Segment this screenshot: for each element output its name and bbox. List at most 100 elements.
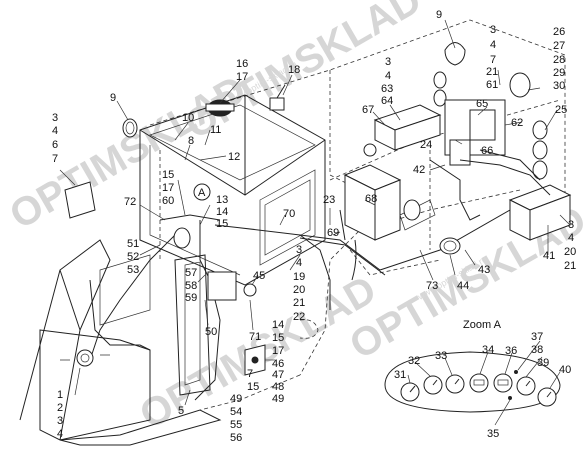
label-10: 10 bbox=[182, 112, 194, 124]
zoom-a-title: Zoom A bbox=[463, 319, 502, 331]
label-4-box: 4 bbox=[385, 70, 391, 82]
gauge-34 bbox=[469, 373, 489, 393]
label-4-mid: 4 bbox=[296, 257, 302, 269]
label-3-left: 3 bbox=[52, 112, 58, 124]
label-21-top: 21 bbox=[486, 66, 498, 78]
label-70: 70 bbox=[283, 208, 295, 220]
label-47: 47 bbox=[272, 369, 284, 381]
label-53: 53 bbox=[127, 264, 139, 276]
label-14-b: 14 bbox=[272, 319, 284, 331]
label-54: 54 bbox=[230, 406, 242, 418]
label-17-top: 17 bbox=[236, 71, 248, 83]
label-32: 32 bbox=[408, 355, 420, 367]
label-63: 63 bbox=[381, 83, 393, 95]
label-4-top: 4 bbox=[490, 39, 496, 51]
label-23: 23 bbox=[323, 194, 335, 206]
label-30: 30 bbox=[553, 80, 565, 92]
label-36: 36 bbox=[505, 345, 517, 357]
leader-lines bbox=[59, 19, 571, 426]
label-19: 19 bbox=[293, 271, 305, 283]
label-64: 64 bbox=[381, 95, 393, 107]
label-67: 67 bbox=[362, 104, 374, 116]
lamp-cluster-right bbox=[363, 71, 548, 180]
gauge-31 bbox=[400, 382, 420, 402]
gauge-39 bbox=[516, 376, 536, 396]
steering-column bbox=[173, 227, 461, 396]
label-43: 43 bbox=[478, 264, 490, 276]
label-39: 39 bbox=[537, 357, 549, 369]
work-lamp-left bbox=[122, 118, 138, 138]
label-3-top: 3 bbox=[490, 24, 496, 36]
label-44: 44 bbox=[457, 280, 469, 292]
beacon-lamp bbox=[205, 99, 235, 117]
label-17-c: 17 bbox=[272, 345, 284, 357]
label-71: 71 bbox=[249, 331, 261, 343]
label-8: 8 bbox=[188, 135, 194, 147]
gauge-40 bbox=[537, 387, 557, 407]
label-1: 1 bbox=[57, 389, 63, 401]
label-7-low: 7 bbox=[247, 368, 253, 380]
label-4-right: 4 bbox=[568, 232, 574, 244]
operator-column bbox=[19, 181, 222, 446]
label-20-right: 20 bbox=[564, 246, 576, 258]
label-2: 2 bbox=[57, 402, 63, 414]
label-25: 25 bbox=[555, 104, 567, 116]
gauge-32 bbox=[423, 375, 443, 395]
label-29: 29 bbox=[553, 67, 565, 79]
label-31: 31 bbox=[394, 369, 406, 381]
label-68: 68 bbox=[365, 193, 377, 205]
label-49-a: 49 bbox=[230, 393, 242, 405]
component-boxes bbox=[343, 104, 442, 241]
label-21-right: 21 bbox=[564, 260, 576, 272]
label-73: 73 bbox=[426, 280, 438, 292]
gauge-36 bbox=[493, 373, 513, 393]
label-60: 60 bbox=[162, 195, 174, 207]
label-27: 27 bbox=[553, 40, 565, 52]
label-59: 59 bbox=[185, 292, 197, 304]
label-58: 58 bbox=[185, 280, 197, 292]
label-7-top: 7 bbox=[490, 54, 496, 66]
label-28: 28 bbox=[553, 54, 565, 66]
label-35: 35 bbox=[487, 428, 499, 440]
label-49-b: 49 bbox=[272, 393, 284, 405]
label-7-left: 7 bbox=[52, 153, 58, 165]
zoom-a-inset: Zoom A bbox=[384, 319, 561, 413]
label-13: 13 bbox=[216, 194, 228, 206]
label-34: 34 bbox=[482, 344, 494, 356]
label-12: 12 bbox=[228, 151, 240, 163]
label-21-mid: 21 bbox=[293, 297, 305, 309]
gauge-33 bbox=[445, 374, 465, 394]
label-3-mid: 3 bbox=[296, 244, 302, 256]
label-3-bottom: 3 bbox=[57, 415, 63, 427]
label-65: 65 bbox=[476, 98, 488, 110]
label-9-top: 9 bbox=[436, 9, 442, 21]
label-72: 72 bbox=[124, 196, 136, 208]
motor-assembly bbox=[399, 99, 506, 231]
label-48: 48 bbox=[272, 381, 284, 393]
battery bbox=[508, 184, 572, 241]
label-15-c: 15 bbox=[272, 332, 284, 344]
label-14-a: 14 bbox=[216, 206, 228, 218]
cab bbox=[139, 94, 326, 286]
label-45: 45 bbox=[253, 270, 265, 282]
label-55: 55 bbox=[230, 419, 242, 431]
label-33: 33 bbox=[435, 350, 447, 362]
label-26: 26 bbox=[553, 26, 565, 38]
label-3-box: 3 bbox=[385, 56, 391, 68]
label-11: 11 bbox=[210, 124, 221, 136]
label-46: 46 bbox=[272, 358, 284, 370]
label-57: 57 bbox=[185, 267, 197, 279]
label-20-mid: 20 bbox=[293, 284, 305, 296]
label-62: 62 bbox=[511, 117, 523, 129]
label-52: 52 bbox=[127, 251, 139, 263]
label-5: 5 bbox=[178, 405, 184, 417]
label-51: 51 bbox=[127, 238, 139, 250]
roof-horn bbox=[269, 84, 286, 111]
label-3-right: 3 bbox=[568, 219, 574, 231]
label-40: 40 bbox=[559, 364, 571, 376]
label-15-a: 15 bbox=[162, 169, 174, 181]
label-69: 69 bbox=[327, 227, 339, 239]
label-18: 18 bbox=[288, 64, 300, 76]
callout-a-label: A bbox=[198, 187, 206, 199]
